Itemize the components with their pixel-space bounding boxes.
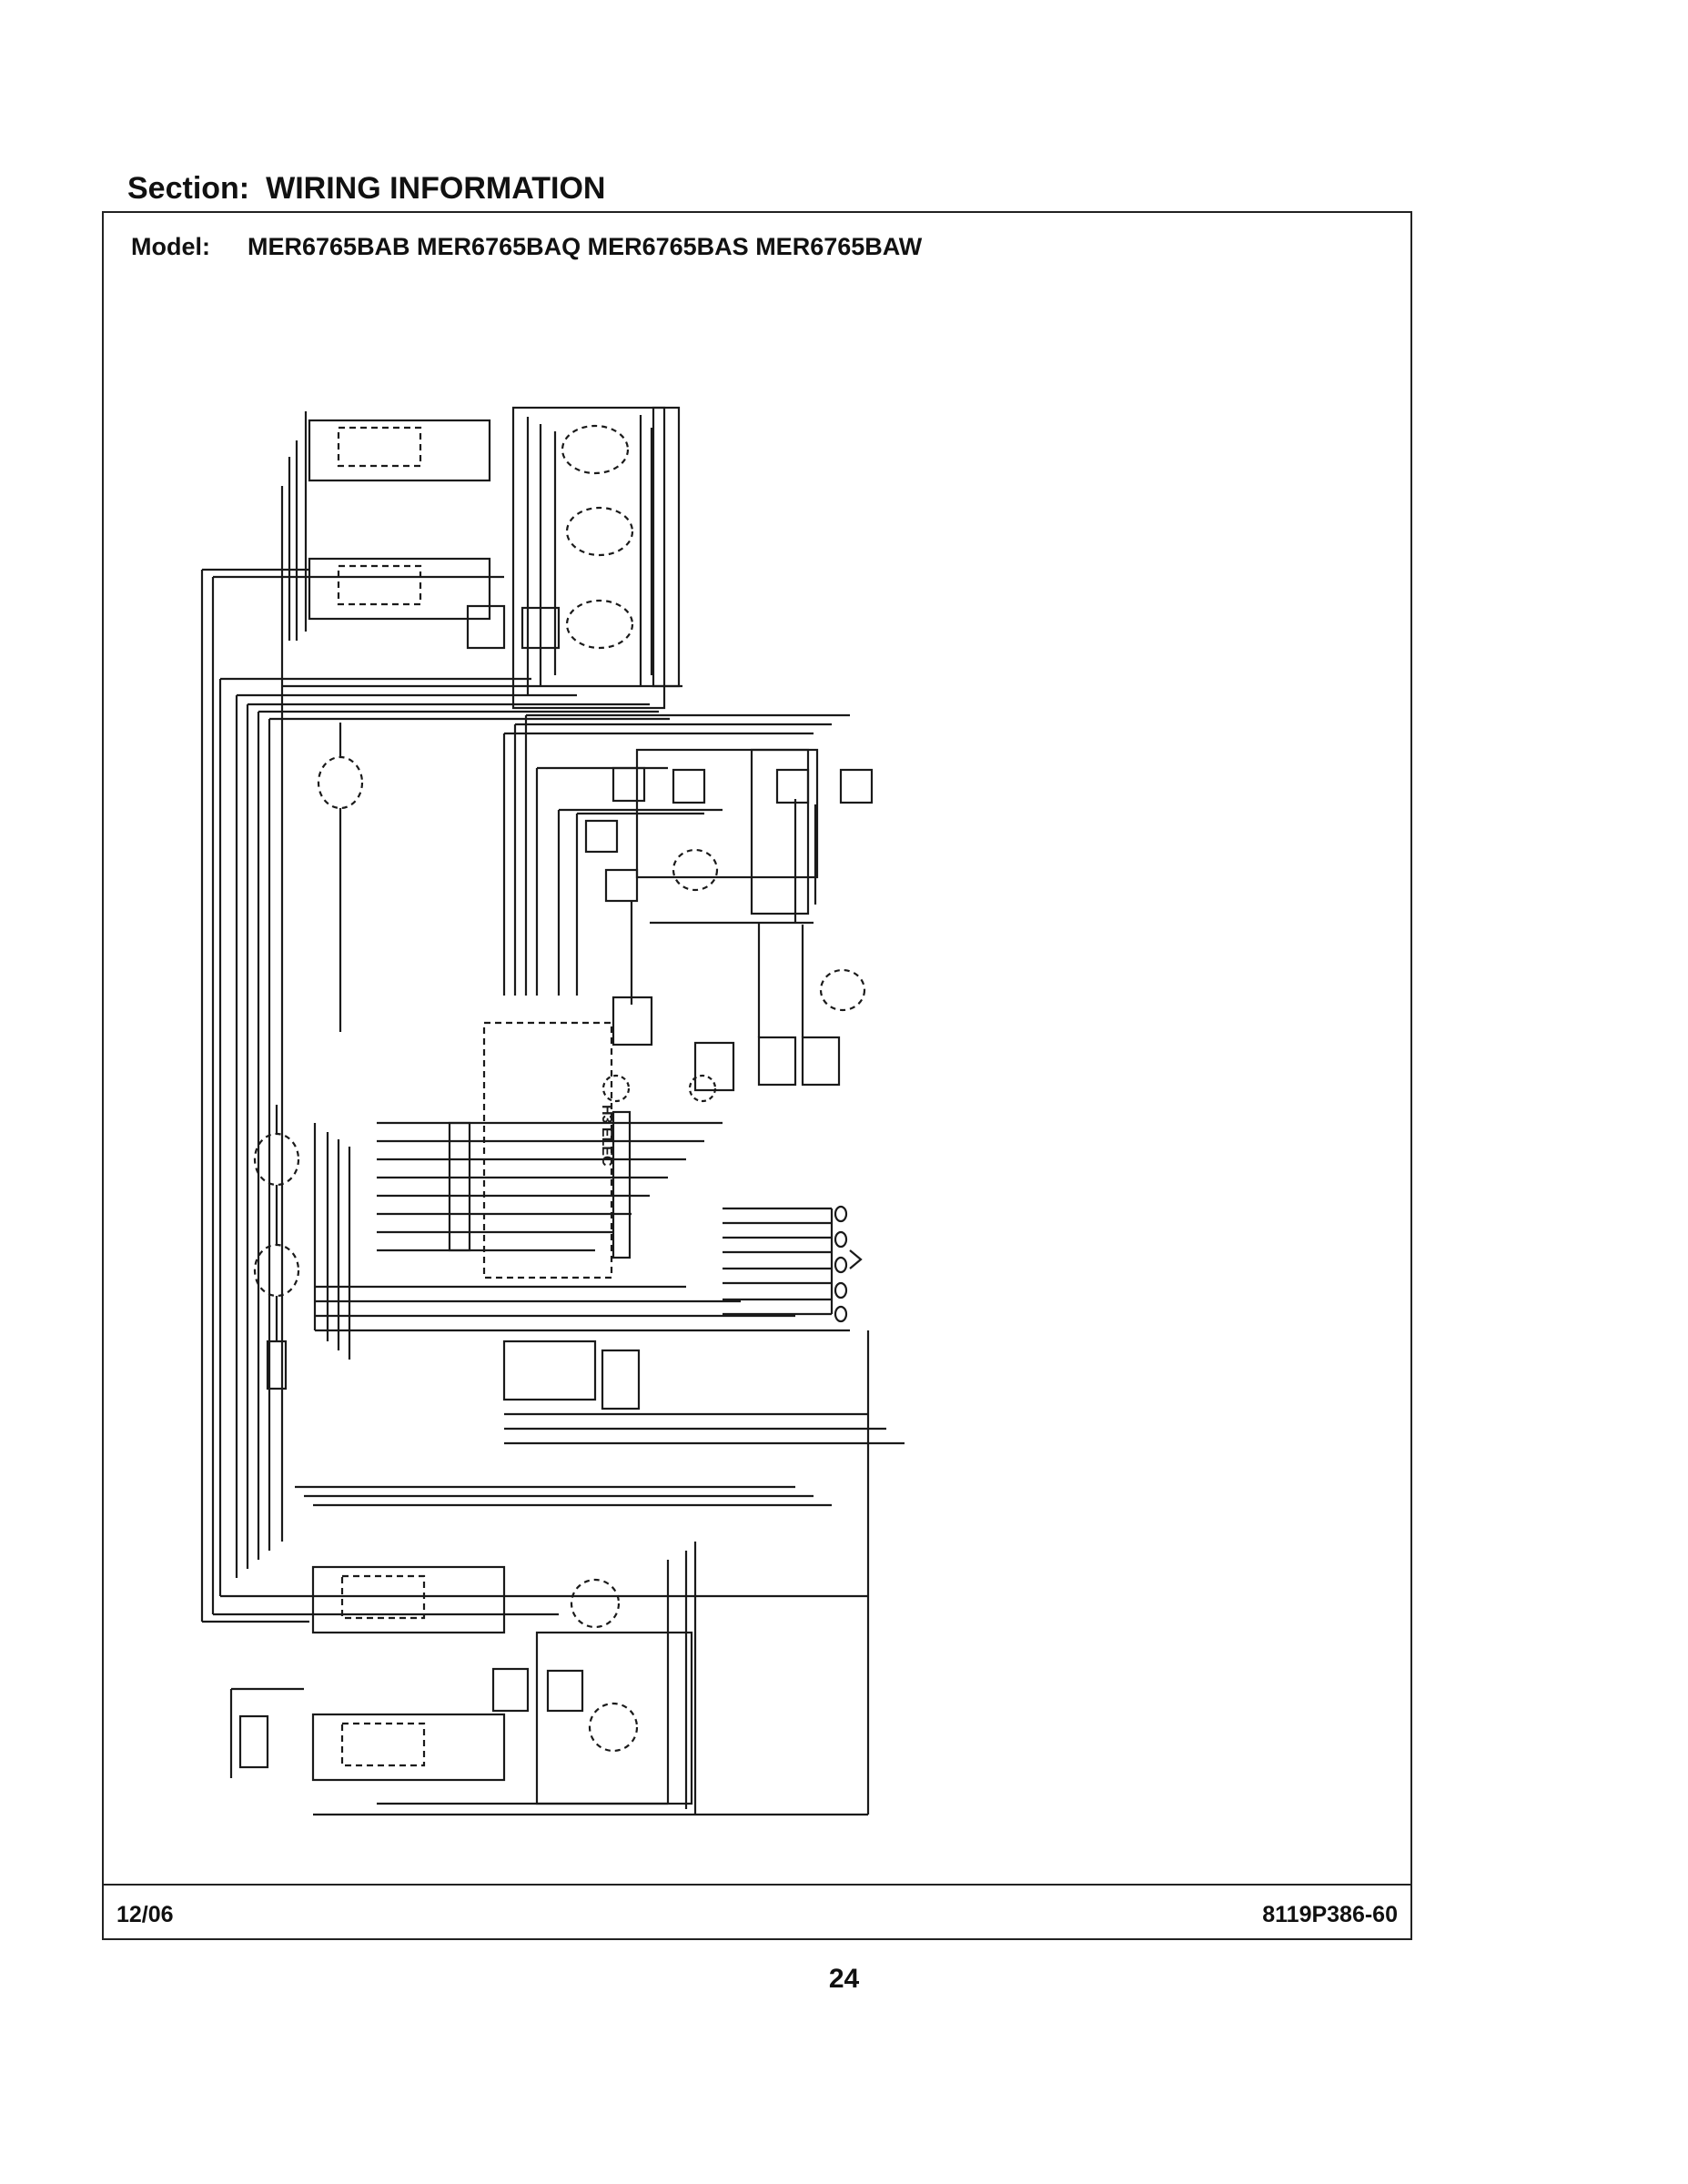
lower-element	[502, 1340, 597, 1401]
page-number: 24	[828, 1964, 860, 1994]
wiring-diagram: H3 ELEC	[200, 406, 905, 1816]
top-left-switch-upper	[308, 419, 491, 482]
connector-block-3	[775, 768, 810, 804]
control-board	[482, 1021, 613, 1279]
top-left-switch-lower	[308, 557, 491, 621]
connector-block-4	[839, 768, 874, 804]
connector-block-2	[672, 768, 706, 804]
footer-divider	[104, 1884, 1410, 1886]
section-heading: Section: WIRING INFORMATION	[127, 171, 605, 207]
model-label: Model:	[131, 233, 210, 260]
footer-part-number: 8119P386-60	[1262, 1902, 1398, 1927]
left-switch-a	[317, 755, 364, 810]
light-lamp	[819, 968, 866, 1012]
top-connector-b	[521, 606, 561, 650]
connector-block-1	[612, 766, 646, 803]
top-connector-a	[466, 604, 506, 650]
footer-date: 12/06	[116, 1902, 174, 1927]
top-right-element-block	[511, 406, 666, 710]
left-switch-b	[253, 1132, 300, 1187]
bottom-left-switch-lower	[311, 1713, 506, 1782]
model-numbers: MER6765BAB MER6765BAQ MER6765BAS MER6765…	[248, 233, 923, 260]
board-label: H3 ELEC	[599, 1105, 614, 1167]
left-switch-c	[253, 1243, 300, 1298]
wiring-frame: Model: MER6765BAB MER6765BAQ MER6765BAS M…	[102, 211, 1412, 1940]
bottom-left-switch-upper	[311, 1565, 506, 1634]
model-row: Model: MER6765BAB MER6765BAQ MER6765BAS M…	[131, 233, 922, 261]
section-label: Section:	[127, 171, 250, 206]
section-title: WIRING INFORMATION	[266, 171, 606, 206]
